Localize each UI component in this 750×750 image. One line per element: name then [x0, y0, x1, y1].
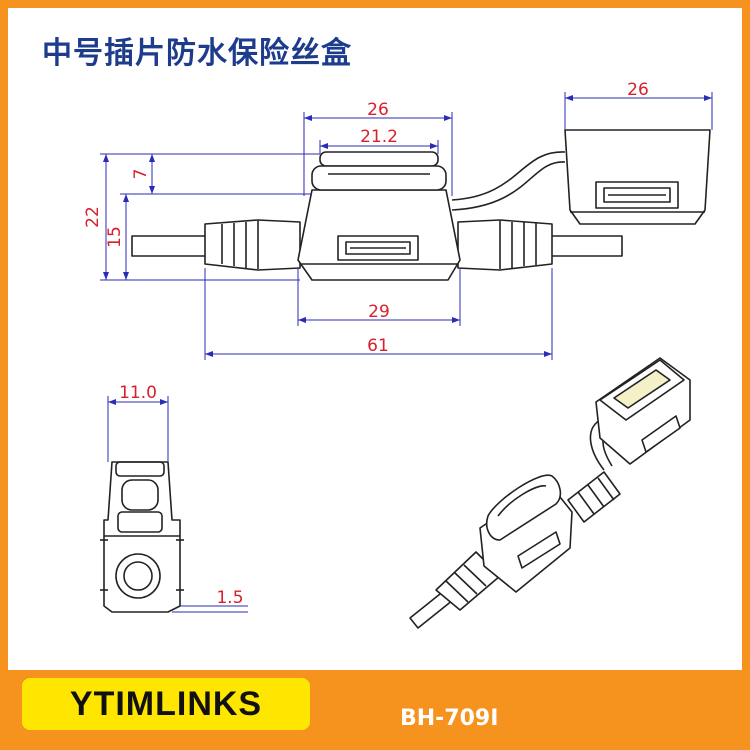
dimension-lines	[100, 92, 713, 613]
dim-body-top-width: 26	[367, 100, 389, 120]
dim-lid-height: 7	[131, 169, 151, 180]
dim-side-offset: 1.5	[216, 588, 243, 608]
dimension-arrows	[103, 95, 712, 405]
side-view	[100, 461, 184, 613]
dim-body-bottom-width: 29	[368, 302, 390, 322]
dim-side-width: 11.0	[119, 383, 157, 403]
dim-cap-width: 26	[627, 80, 649, 100]
dim-lower-height: 15	[105, 226, 125, 248]
isometric-view	[409, 357, 691, 629]
brand-name: YTIMLINKS	[69, 684, 263, 723]
brand-badge: YTIMLINKS	[22, 678, 310, 730]
dim-body-inner-width: 21.2	[360, 127, 398, 147]
model-number: BH-709Ⅰ	[400, 706, 499, 731]
dim-body-height: 22	[83, 206, 103, 228]
page-title: 中号插片防水保险丝盒	[42, 36, 352, 71]
dim-overall-length: 61	[367, 336, 389, 356]
front-view	[131, 129, 711, 281]
